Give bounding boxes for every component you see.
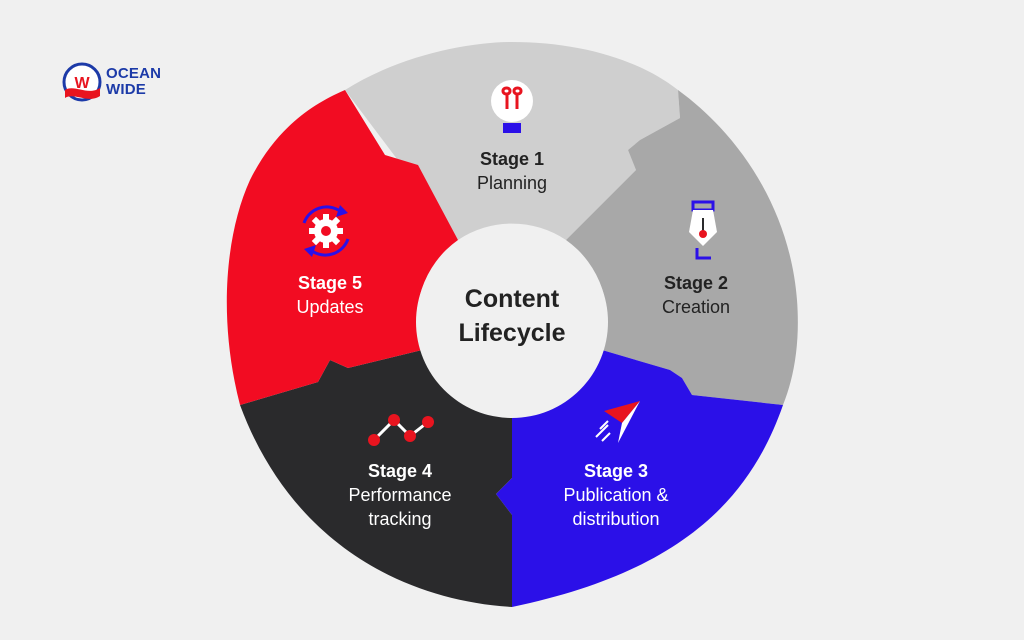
stage-1-label: Stage 1 Planning (452, 147, 572, 195)
center-title: Content Lifecycle (432, 282, 592, 350)
stage-2-label: Stage 2 Creation (636, 271, 756, 319)
stage-1-title: Stage 1 (479, 149, 545, 169)
stage-5-label: Stage 5 Updates (270, 271, 390, 319)
stage-3-desc-line-2: distribution (572, 509, 660, 529)
segment-stage-3 (496, 350, 783, 607)
center-title-line-1: Content (464, 285, 560, 313)
segment-stage-4 (240, 350, 512, 607)
brand-logo: W (62, 62, 102, 102)
stage-3-label: Stage 3 Publication & distribution (536, 459, 696, 531)
stage-3-desc-line-1: Publication & (563, 485, 669, 505)
stage-3-title: Stage 3 (583, 461, 649, 481)
gear-refresh-icon (302, 205, 350, 257)
stage-4-desc-line-2: tracking (368, 509, 432, 529)
segment-stage-2 (566, 90, 798, 405)
brand-line-1: OCEAN (106, 65, 162, 82)
stage-4-desc-line-1: Performance (348, 485, 452, 505)
paper-plane-icon (595, 401, 640, 443)
logo-letter: W (74, 75, 90, 92)
center-circle (416, 226, 608, 418)
trend-line-icon (368, 414, 434, 446)
brand-name: OCEAN WIDE (106, 66, 161, 98)
stage-5-desc: Updates (296, 297, 364, 317)
stage-2-desc: Creation (661, 297, 731, 317)
stage-5-title: Stage 5 (297, 273, 363, 293)
lightbulb-icon (491, 80, 533, 133)
stage-1-desc: Planning (476, 173, 548, 193)
stage-2-title: Stage 2 (663, 273, 729, 293)
stage-4-label: Stage 4 Performance tracking (320, 459, 480, 531)
pen-nib-icon (689, 200, 717, 260)
stage-4-title: Stage 4 (367, 461, 433, 481)
center-title-line-2: Lifecycle (458, 319, 566, 347)
brand-line-2: WIDE (106, 81, 146, 98)
